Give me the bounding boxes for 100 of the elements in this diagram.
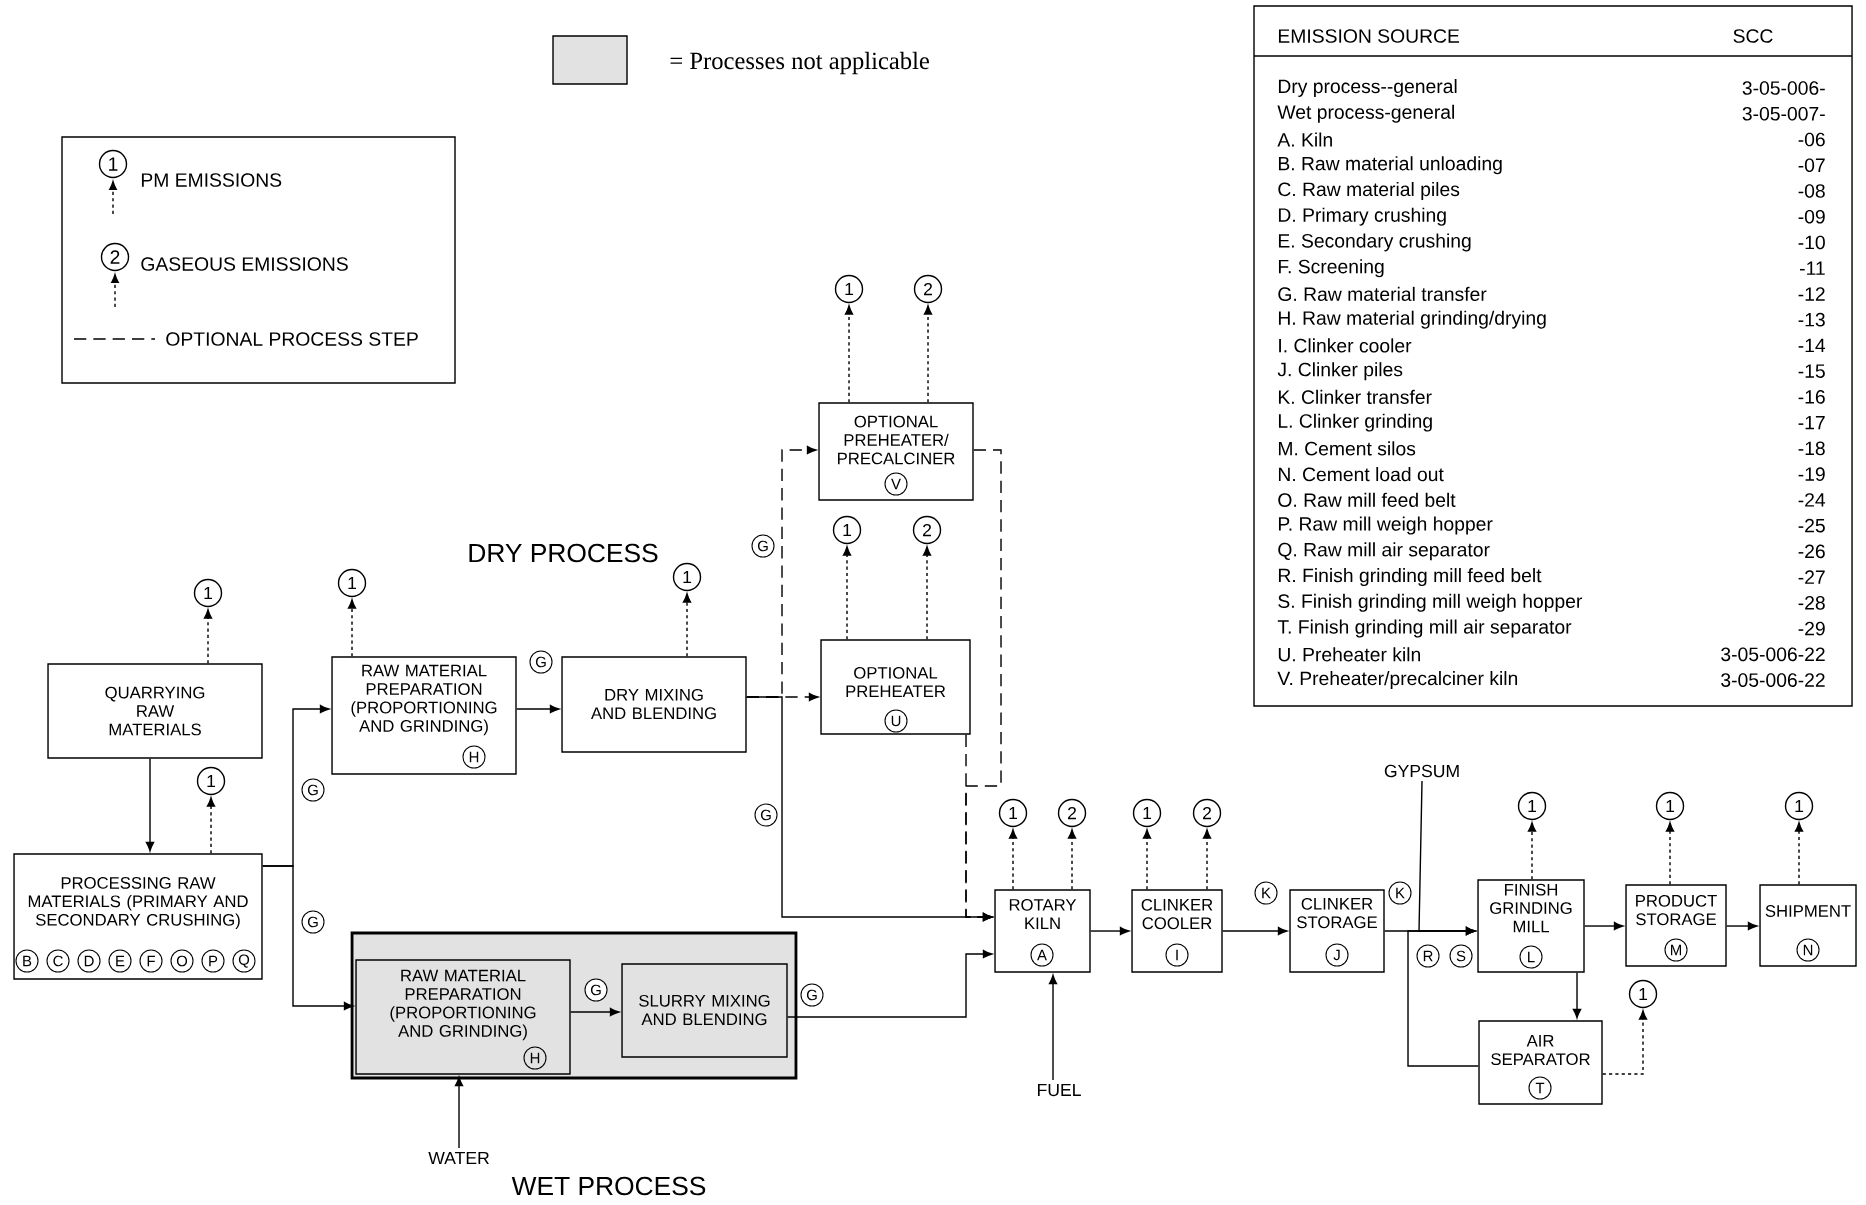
flow-arrow — [454, 1076, 464, 1149]
emission-arrow — [206, 797, 216, 855]
process-box: RAW MATERIAL PREPARATION (PROPORTIONING AND GRINDING) H — [331, 656, 517, 775]
process-box: AIR SEPARATOR T — [1478, 1020, 1603, 1105]
table-cell: 3-05-007- — [1742, 106, 1825, 121]
table-header: EMISSION SOURCE — [1278, 29, 1460, 43]
input-label: FUEL — [1038, 1083, 1081, 1097]
table-cell: -29 — [1798, 621, 1825, 636]
emission-arrow — [1602, 1010, 1648, 1075]
emission-arrow — [1142, 829, 1152, 891]
process-box: CLINKER STORAGE J — [1289, 889, 1385, 973]
table-cell: -16 — [1798, 390, 1825, 404]
table-cell: -13 — [1798, 312, 1825, 327]
process-box: CLINKER COOLER I — [1131, 889, 1223, 973]
flow-arrow — [262, 865, 354, 1011]
flow-arrow — [1222, 926, 1288, 936]
flow-arrow — [1090, 926, 1130, 936]
table-cell: -07 — [1798, 158, 1825, 173]
table-cell: C. Raw material piles — [1278, 181, 1460, 200]
flow-arrow — [965, 449, 1002, 922]
table-cell: 3-05-006-22 — [1721, 647, 1825, 662]
table-cell: 3-05-006- — [1742, 81, 1825, 95]
edge-label: G — [301, 778, 325, 802]
edge-label: G — [751, 534, 775, 558]
emission-arrow — [1527, 822, 1537, 881]
emission-arrow — [347, 599, 357, 658]
table-cell: -10 — [1798, 235, 1825, 250]
table-cell: -12 — [1798, 287, 1825, 301]
flow-arrow — [516, 704, 560, 714]
table-cell: -11 — [1800, 261, 1825, 275]
table-cell: -27 — [1798, 570, 1825, 584]
table-cell: F. Screening — [1278, 259, 1384, 278]
table-cell: R. Finish grinding mill feed belt — [1278, 568, 1542, 587]
process-box: RAW MATERIAL PREPARATION (PROPORTIONING AND GRINDING) H — [355, 959, 571, 1075]
process-box: FINISH GRINDING MILL L — [1477, 879, 1585, 973]
edge-label: G — [584, 978, 608, 1002]
table-cell: -28 — [1798, 596, 1825, 610]
table-cell: -06 — [1798, 132, 1825, 147]
table-cell: A. Kiln — [1277, 132, 1332, 147]
legend-label: PM EMISSIONS — [141, 173, 282, 187]
process-box: PRODUCT STORAGE M — [1625, 884, 1727, 967]
legend-label: OPTIONAL PROCESS STEP — [166, 332, 418, 346]
legend-label: = Processes not applicable — [670, 51, 929, 75]
table-cell: H. Raw material grinding/drying — [1278, 310, 1546, 329]
table-cell: V. Preheater/precalciner kiln — [1277, 671, 1518, 690]
emission-arrow — [1665, 822, 1675, 886]
table-cell: -26 — [1798, 544, 1825, 559]
table-cell: E. Secondary crushing — [1278, 233, 1471, 252]
table-cell: -24 — [1798, 493, 1826, 507]
table-cell: -15 — [1798, 364, 1825, 378]
table-cell: T. Finish grinding mill air separator — [1277, 619, 1572, 638]
table-cell: -08 — [1798, 184, 1825, 198]
process-box: PROCESSING RAW MATERIALS (PRIMARY AND SECONDARY CRUSHING) B C D E F O P Q — [13, 853, 263, 980]
table-cell: Q. Raw mill air separator — [1278, 542, 1490, 561]
emission-arrow — [922, 546, 932, 641]
process-box: SHIPMENT N — [1759, 884, 1857, 967]
flow-arrow — [145, 758, 155, 852]
table-cell: -14 — [1798, 338, 1826, 353]
edge-label: G — [754, 803, 778, 827]
table-cell: -18 — [1798, 441, 1825, 456]
flow-arrow — [1572, 972, 1582, 1019]
table-cell: 3-05-006-22 — [1721, 673, 1825, 687]
edge-label: G — [529, 650, 553, 674]
edge-label: K — [1254, 881, 1278, 905]
emission-arrow — [844, 305, 854, 404]
table-cell: Wet process-general — [1277, 104, 1454, 123]
emission-arrow — [1067, 829, 1077, 891]
emission-arrow — [1202, 829, 1212, 891]
edge-label: K — [1388, 881, 1412, 905]
table-cell: S. Finish grinding mill weigh hopper — [1278, 593, 1583, 612]
process-box: ROTARY KILN A — [994, 889, 1091, 973]
emission-arrow — [682, 593, 692, 658]
flow-arrow — [1726, 921, 1758, 931]
table-cell: -19 — [1798, 467, 1825, 481]
process-box: OPTIONAL PREHEATER/ PRECALCINER V — [818, 402, 974, 501]
section-heading: DRY PROCESS — [469, 543, 658, 563]
table-cell: O. Raw mill feed belt — [1278, 492, 1456, 507]
table-cell: I. Clinker cooler — [1279, 338, 1412, 353]
table-cell: -09 — [1798, 209, 1825, 224]
table-cell: G. Raw material transfer — [1278, 286, 1487, 302]
input-label: GYPSUM — [1384, 764, 1459, 778]
table-cell: K. Clinker transfer — [1278, 389, 1432, 404]
process-box: QUARRYING RAW MATERIALS — [47, 663, 263, 759]
edge-label: G — [301, 910, 325, 934]
emission-arrow — [1794, 822, 1804, 886]
section-heading: WET PROCESS — [511, 1176, 706, 1196]
table-cell: B. Raw material unloading — [1278, 156, 1502, 175]
table-cell: L. Clinker grinding — [1278, 413, 1432, 432]
flow-arrow — [1584, 921, 1624, 931]
table-cell: -25 — [1798, 518, 1825, 533]
process-box: SLURRY MIXING AND BLENDING — [621, 963, 788, 1058]
flow-arrow — [1407, 926, 1480, 1067]
flow-arrow — [787, 949, 993, 1018]
process-box: OPTIONAL PREHEATER U — [820, 639, 971, 735]
flow-arrow — [570, 1007, 620, 1017]
emission-arrow — [203, 609, 213, 665]
emission-arrow — [842, 546, 852, 641]
table-cell: U. Preheater kiln — [1278, 647, 1420, 662]
edge-label: G — [800, 983, 824, 1007]
flow-arrow — [1048, 974, 1058, 1081]
